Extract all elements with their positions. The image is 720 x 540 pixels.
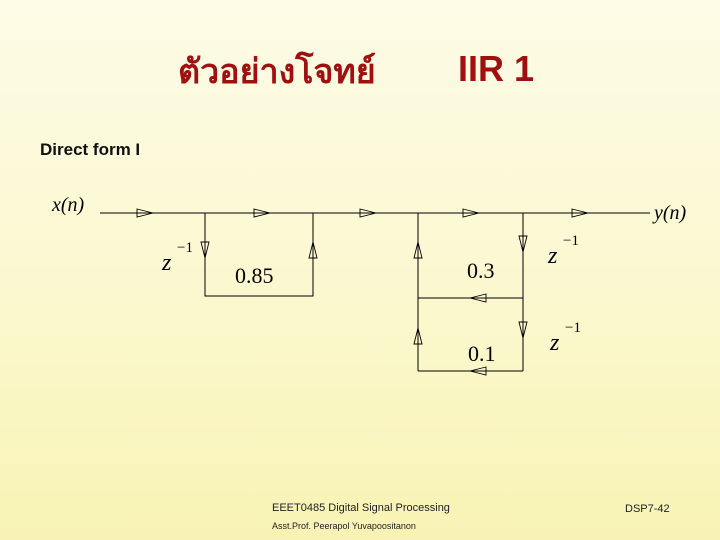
delay-fb2-exp: −1 xyxy=(565,320,581,336)
slide-title-main: IIR 1 xyxy=(458,48,535,89)
slide-subtitle: Direct form I xyxy=(40,140,141,159)
delay-ff-base: z xyxy=(161,250,172,276)
footer-author: Asst.Prof. Peerapol Yuvapoositanon xyxy=(272,521,416,531)
page-number: DSP7-42 xyxy=(625,503,670,515)
delay-fb1-exp: −1 xyxy=(563,233,579,249)
feedforward-branch xyxy=(204,213,314,297)
delay-fb2-base: z xyxy=(549,330,560,356)
coef-feedback-1: 0.3 xyxy=(467,258,495,283)
footer-course: EEET0485 Digital Signal Processing xyxy=(272,502,450,514)
slide-title-thai: ตัวอย่างโจทย์ xyxy=(178,52,376,92)
output-label: y(n) xyxy=(652,202,687,224)
input-label: x(n) xyxy=(51,194,85,216)
delay-ff-exp: −1 xyxy=(177,240,193,256)
coef-feedforward: 0.85 xyxy=(235,263,274,288)
coef-feedback-2: 0.1 xyxy=(468,341,496,366)
delay-fb1-base: z xyxy=(547,243,558,269)
